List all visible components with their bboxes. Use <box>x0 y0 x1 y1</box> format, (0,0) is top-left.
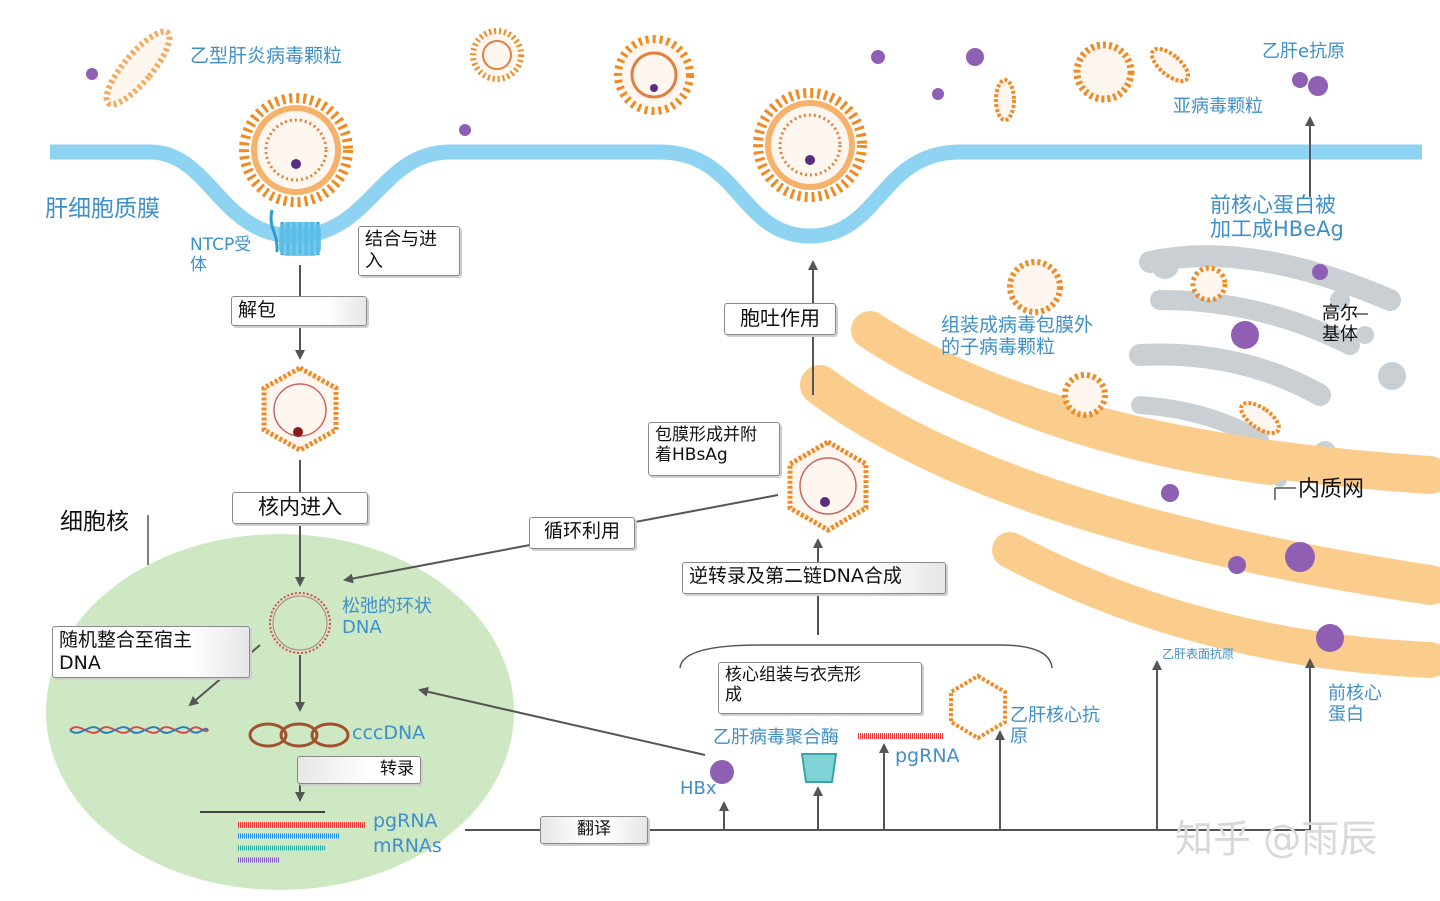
label-core-antigen: 乙肝核心抗 原 <box>1010 705 1100 747</box>
box-nuclear-entry: 核内进入 <box>232 492 368 524</box>
label-hbx: HBx <box>680 778 717 799</box>
protein-clusters <box>86 48 1344 784</box>
core-antigen-capsid <box>949 673 1007 741</box>
virion-exiting <box>753 88 867 202</box>
watermark: 知乎 @雨辰 <box>1175 817 1378 861</box>
virion-small-1 <box>470 28 524 82</box>
golgi-shape <box>1129 245 1406 487</box>
polymerase-shape <box>800 753 838 783</box>
label-polymerase: 乙肝病毒聚合酶 <box>713 727 839 748</box>
virion-entering <box>239 93 353 207</box>
ccc-dna <box>248 722 350 748</box>
leader-lines <box>147 313 1368 669</box>
er-shape <box>800 311 1440 678</box>
cell-membrane <box>50 144 1422 244</box>
host-dna-helix <box>69 726 209 734</box>
label-pgrna-nucleus: pgRNA <box>373 810 438 832</box>
label-golgi: 高尔 基体 <box>1322 303 1358 345</box>
label-pgrna-cytoplasm: pgRNA <box>895 745 960 767</box>
label-mrnas: mRNAs <box>373 835 442 857</box>
label-precore-processed: 前核心蛋白被 加工成HBeAg <box>1210 193 1344 242</box>
ntcp-receptor <box>269 209 321 256</box>
label-assemble-enveloped: 组装成病毒包膜外 的子病毒颗粒 <box>941 314 1094 358</box>
box-envelope: 包膜形成并附 着HBsAg <box>648 422 780 476</box>
virion-small-2 <box>614 35 694 115</box>
label-er: 内质网 <box>1298 477 1365 502</box>
label-cccdna: cccDNA <box>352 722 426 744</box>
label-hbv-particle: 乙型肝炎病毒颗粒 <box>190 45 343 67</box>
nucleus-shape <box>46 534 514 890</box>
capsid-uncoated <box>261 365 339 453</box>
label-rcdna: 松弛的环状 DNA <box>342 596 432 638</box>
label-ntcp: NTCP受 体 <box>190 235 252 275</box>
box-reverse-transcription: 逆转录及第二链DNA合成 <box>682 562 946 594</box>
label-surface-antigen: 乙肝表面抗原 <box>1162 647 1235 661</box>
label-subviral: 亚病毒颗粒 <box>1173 96 1263 117</box>
box-core-assembly: 核心组装与衣壳形 成 <box>718 662 922 714</box>
rna-strands <box>200 733 944 863</box>
label-membrane: 肝细胞质膜 <box>45 196 160 222</box>
label-precore: 前核心 蛋白 <box>1328 683 1382 725</box>
label-hbeag-top: 乙肝e抗原 <box>1262 41 1346 62</box>
box-exocytosis: 胞吐作用 <box>724 303 836 335</box>
label-nucleus: 细胞核 <box>60 509 129 535</box>
box-recycling: 循环利用 <box>529 517 635 549</box>
box-binding-entry: 结合与进 入 <box>358 226 460 276</box>
rc-dna <box>269 592 331 654</box>
capsid-envelope <box>787 439 869 533</box>
box-uncoating: 解包 <box>231 296 367 326</box>
box-translation: 翻译 <box>540 816 648 844</box>
box-integration: 随机整合至宿主 DNA <box>52 626 250 678</box>
box-transcription: 转录 <box>297 756 421 784</box>
subviral-spheres <box>103 28 1281 436</box>
